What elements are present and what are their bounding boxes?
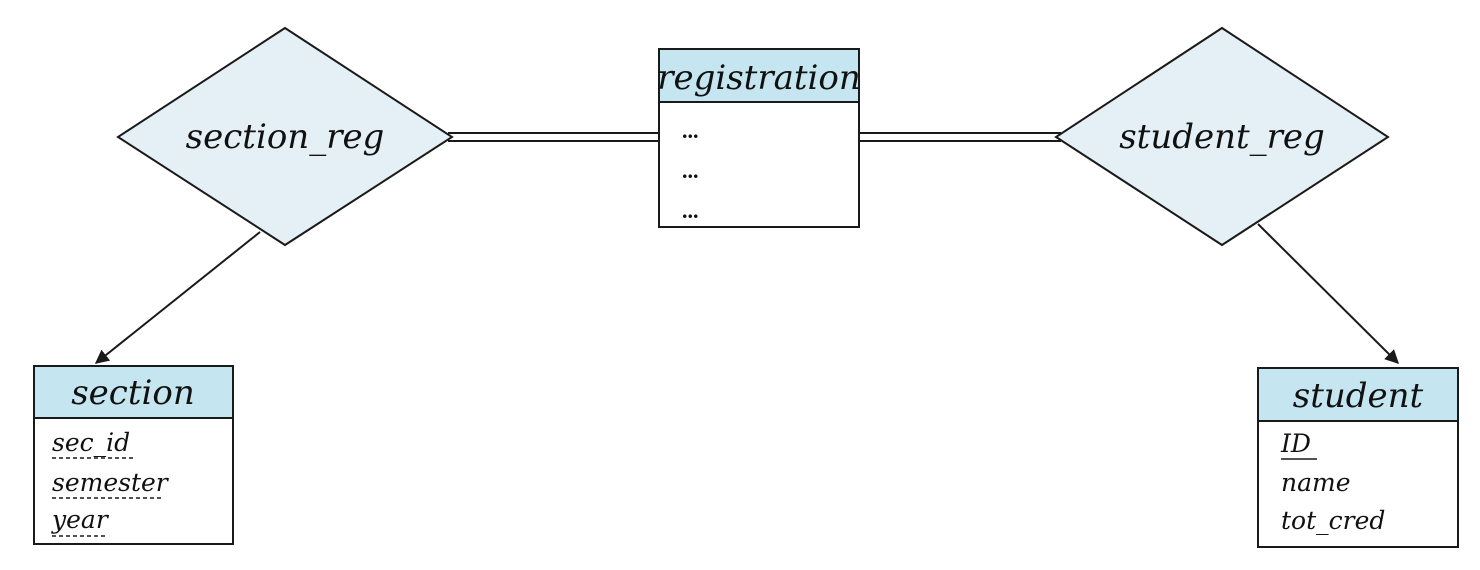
attribute-placeholder: ...	[682, 158, 699, 183]
attribute-year: year	[51, 505, 110, 534]
entity-section[interactable]: section sec_id semester year	[33, 365, 234, 545]
entity-registration[interactable]: registration ... ... ...	[657, 48, 861, 228]
arrow-section-reg-to-section	[94, 231, 261, 364]
relationship-diamond	[1054, 26, 1390, 247]
relationship-section-reg[interactable]: section_reg	[116, 26, 454, 247]
attribute-placeholder: ...	[682, 198, 699, 223]
attribute-semester: semester	[52, 468, 170, 497]
attribute-name: name	[1281, 468, 1351, 497]
relationship-diamond	[116, 26, 454, 247]
attribute-sec-id: sec_id	[52, 428, 130, 457]
arrow-student-reg-to-student	[1257, 223, 1399, 364]
entity-body	[33, 417, 234, 545]
attribute-tot-cred: tot_cred	[1281, 506, 1385, 535]
entity-name-registration: registration	[657, 58, 861, 98]
relationship-label-student-reg: student_reg	[1119, 117, 1325, 157]
entity-name-section: section	[71, 373, 195, 413]
entity-body	[1257, 420, 1459, 548]
entity-name-student: student	[1293, 376, 1424, 416]
relationship-student-reg[interactable]: student_reg	[1054, 26, 1390, 247]
connector-registration-student-reg	[859, 132, 1061, 142]
attribute-id: ID	[1280, 429, 1311, 458]
entity-header	[33, 365, 234, 419]
entity-student[interactable]: student ID name tot_cred	[1257, 367, 1459, 548]
entity-body	[658, 101, 860, 228]
connector-section-reg-registration	[448, 132, 659, 142]
attribute-placeholder: ...	[682, 118, 699, 143]
relationship-label-section-reg: section_reg	[186, 117, 385, 157]
entity-header	[658, 48, 860, 103]
